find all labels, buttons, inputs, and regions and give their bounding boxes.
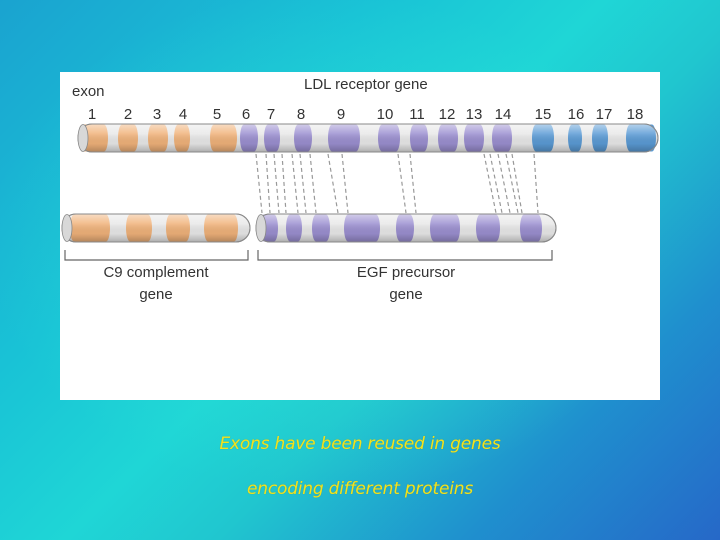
exon-number-13: 13 — [466, 106, 483, 123]
c9-complement-gene-tube — [61, 213, 251, 243]
connector-line-4 — [281, 153, 287, 214]
exon-number-12: 12 — [439, 106, 456, 123]
exon-number-2: 2 — [124, 106, 132, 123]
connector-line-14 — [497, 153, 511, 214]
exon-label: exon — [72, 83, 105, 100]
exon-number-8: 8 — [297, 106, 305, 123]
c9-gene-label-line2: gene — [139, 286, 172, 303]
exon-connector-lines — [255, 153, 539, 214]
egf-tube-end-cap — [255, 214, 267, 242]
exon-number-5: 5 — [213, 106, 221, 123]
exon-number-1: 1 — [88, 106, 96, 123]
connector-line-1 — [255, 153, 263, 214]
exon-number-17: 17 — [596, 106, 613, 123]
connector-line-3 — [273, 153, 280, 214]
exon-number-9: 9 — [337, 106, 345, 123]
caption-line-2: encoding different proteins — [247, 479, 473, 499]
exon-number-4: 4 — [179, 106, 187, 123]
connector-line-7 — [309, 153, 317, 214]
connector-line-2 — [265, 153, 271, 214]
connector-line-12 — [483, 153, 497, 214]
egf-precursor-gene-tube — [255, 213, 557, 243]
connector-line-16 — [511, 153, 523, 214]
exon-number-10: 10 — [377, 106, 394, 123]
egf-gene-bracket — [257, 250, 553, 261]
connector-line-10 — [397, 153, 407, 214]
ldl-tube-shading — [77, 123, 659, 153]
connector-line-11 — [409, 153, 417, 214]
exon-number-11: 11 — [409, 106, 425, 123]
exon-number-15: 15 — [535, 106, 552, 123]
c9-tube-end-cap — [61, 214, 73, 242]
c9-tube-shading — [61, 213, 251, 243]
exon-number-16: 16 — [568, 106, 585, 123]
exon-number-18: 18 — [627, 106, 644, 123]
connector-line-15 — [505, 153, 519, 214]
c9-gene-label: C9 complement — [103, 264, 209, 281]
connector-line-17 — [533, 153, 539, 214]
connector-line-6 — [299, 153, 307, 214]
exon-number-7: 7 — [267, 106, 275, 123]
caption-line-1: Exons have been reused in genes — [219, 434, 501, 454]
ldl-receptor-gene-tube — [77, 123, 659, 153]
connector-line-9 — [341, 153, 349, 214]
exon-number-6: 6 — [242, 106, 250, 123]
connector-line-5 — [291, 153, 299, 214]
exon-number-3: 3 — [153, 106, 161, 123]
diagram-title: LDL receptor gene — [304, 76, 428, 93]
egf-tube-shading — [255, 213, 557, 243]
connector-line-8 — [327, 153, 339, 214]
exon-number-14: 14 — [495, 106, 512, 123]
egf-gene-label: EGF precursor — [357, 264, 455, 281]
ldl-tube-end-cap — [77, 124, 89, 152]
egf-gene-label-line2: gene — [389, 286, 422, 303]
c9-gene-bracket — [64, 250, 249, 261]
connector-line-13 — [489, 153, 503, 214]
